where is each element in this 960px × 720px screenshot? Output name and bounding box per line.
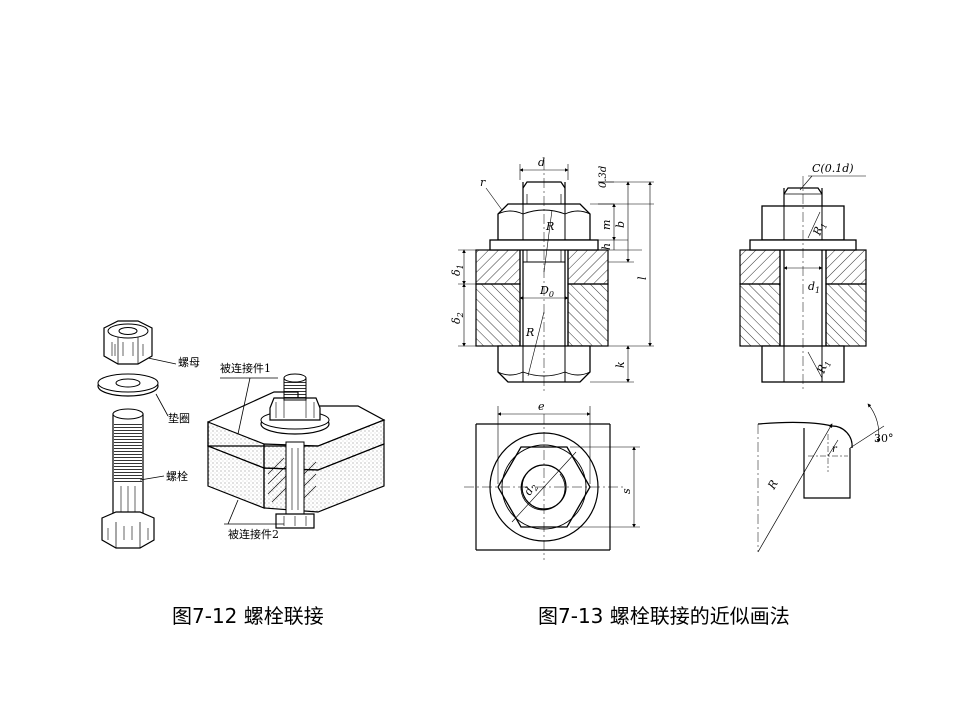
dim-d: d: [538, 156, 545, 169]
exploded-nut: [103, 320, 153, 365]
dim-angle: 30°: [874, 432, 894, 445]
dim-l: l: [636, 276, 649, 280]
label-washer: 垫圈: [168, 411, 190, 425]
dim-D0: D0: [539, 284, 554, 299]
dim-r: r: [480, 176, 486, 189]
assembled-blocks: [207, 373, 386, 529]
dim-R-head: R: [525, 326, 534, 339]
label-nut: 螺母: [178, 356, 200, 369]
exploded-washer: [97, 373, 159, 397]
bolt-connection-pictorial: 螺母 垫圈 螺栓 被连接件1 被连接件2: [97, 320, 386, 549]
bolt-connection-approx-drawing: R R r d 0.3d m h b l k δ1 δ2 D0: [450, 156, 894, 560]
label-part1: 被连接件1: [220, 362, 271, 375]
dim-delta1: δ1: [450, 264, 465, 276]
caption-fig-7-12: 图7-12 螺栓联接: [172, 604, 324, 628]
top-view: [464, 414, 624, 560]
side-view: [739, 176, 867, 392]
dim-R-nut: R: [545, 220, 554, 233]
dim-s-line: [570, 446, 640, 528]
front-view-main: [475, 160, 609, 392]
dim-d-line: [519, 164, 569, 180]
dim-e: e: [538, 400, 545, 413]
dim-R-large: R: [765, 478, 781, 493]
dim-h: h: [600, 243, 613, 250]
dim-vertical-left: [458, 249, 476, 347]
dim-R1-head: R1: [814, 358, 833, 377]
dim-vertical-right: [590, 181, 654, 383]
dim-s: s: [620, 488, 633, 494]
dim-03d: 0.3d: [598, 166, 609, 188]
dim-R1-nut: R1: [810, 220, 829, 239]
caption-fig-7-13: 图7-13 螺栓联接的近似画法: [538, 604, 790, 628]
dim-d1: d1: [808, 280, 820, 295]
label-bolt: 螺栓: [166, 469, 188, 483]
dim-m: m: [600, 220, 613, 230]
construction-detail: [757, 403, 885, 553]
dim-e-line: [497, 406, 591, 484]
exploded-bolt: [101, 408, 155, 549]
dim-chamfer: C(0.1d): [812, 162, 854, 175]
label-part2: 被连接件2: [228, 528, 279, 541]
dim-r-small: r: [832, 444, 838, 455]
dim-k: k: [614, 361, 627, 368]
dim-delta2: δ2: [450, 312, 465, 324]
dim-b: b: [614, 221, 627, 228]
